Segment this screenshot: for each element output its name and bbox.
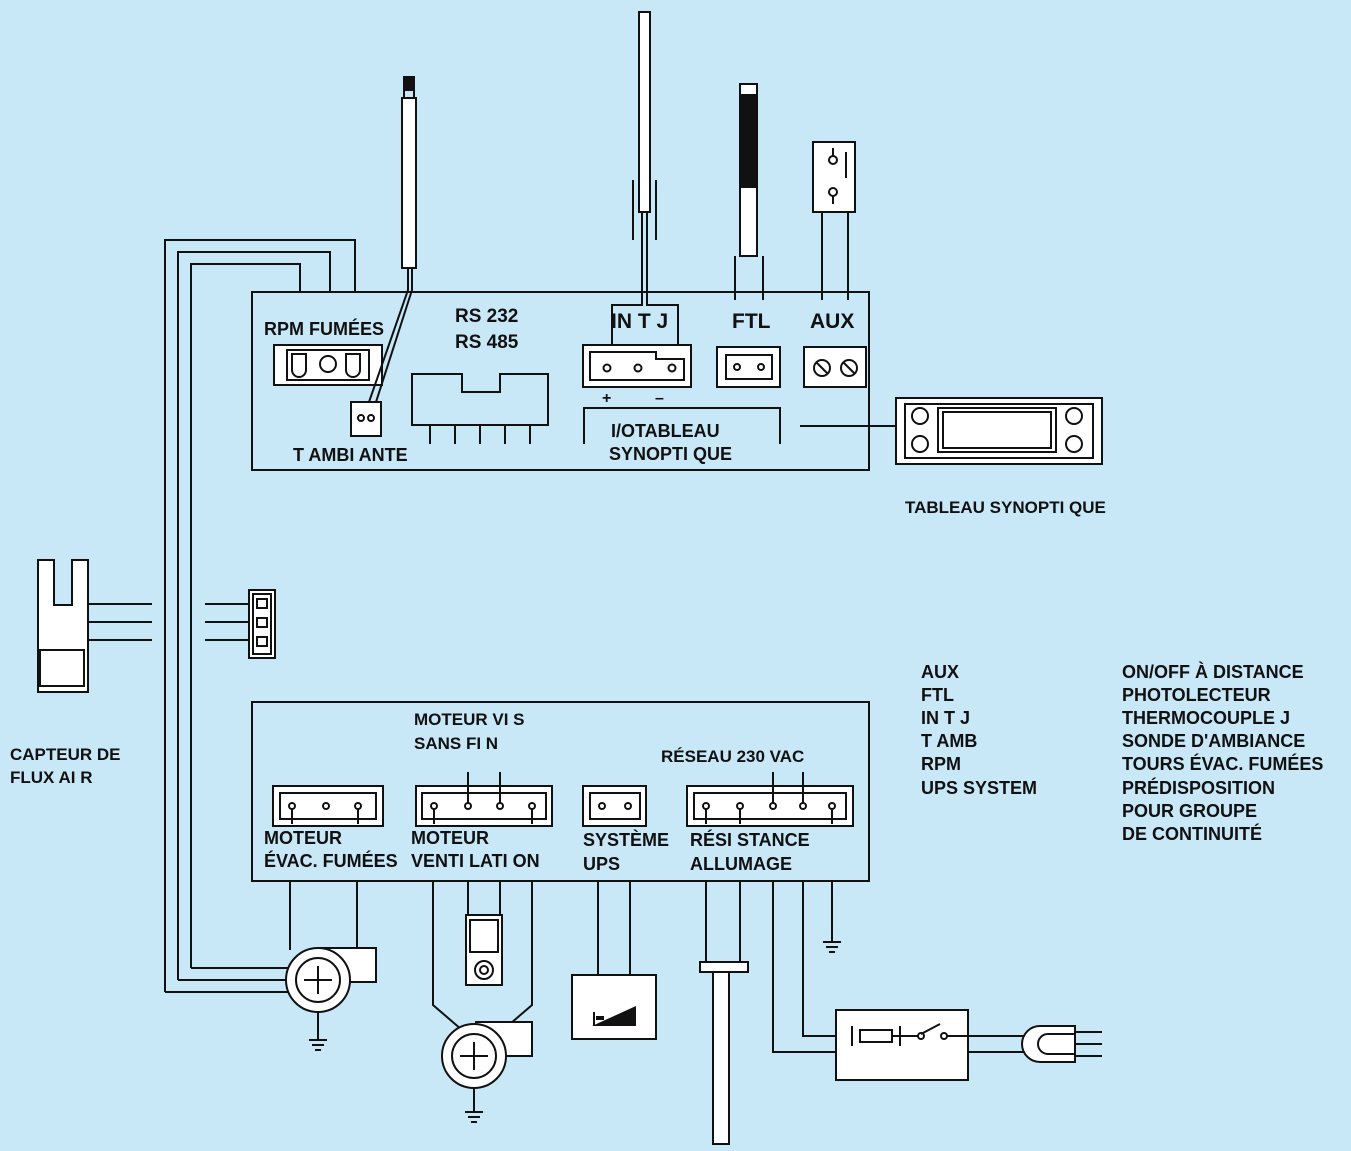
ftl-label: FTL: [732, 310, 771, 333]
tableau-synoptique-label: TABLEAU SYNOPTI QUE: [905, 498, 1106, 517]
top-control-board: [251, 291, 870, 471]
plus-label: +: [602, 390, 611, 407]
aux-switch: [803, 141, 867, 388]
feed-ventilation-connector: [415, 772, 553, 827]
rpm-cable: [164, 239, 356, 992]
legend-key: IN T J: [921, 708, 970, 728]
legend-desc: ON/OFF À DISTANCE: [1122, 661, 1304, 682]
ups-label-1: SYSTÈME: [583, 829, 669, 850]
legend-desc: SONDE D'AMBIANCE: [1122, 731, 1305, 751]
air-flow-sensor: [37, 559, 276, 693]
capteur-label-2: FLUX AI R: [10, 768, 92, 787]
legend-key: UPS SYSTEM: [921, 778, 1037, 798]
rs485-label: RS 485: [455, 332, 519, 353]
capteur-label-1: CAPTEUR DE: [10, 745, 121, 764]
rs232-label: RS 232: [455, 306, 518, 327]
bottom-power-board: [251, 701, 870, 882]
mains-cable: [772, 881, 1102, 1081]
aux-label: AUX: [810, 310, 854, 333]
exhaust-fan: [165, 881, 377, 1051]
int-j-label: IN T J: [611, 310, 668, 333]
io-tableau-label: I/OTABLEAU: [611, 421, 720, 441]
ups-connector: [582, 785, 647, 827]
vent-label-2: VENTI LATI ON: [411, 851, 540, 871]
res-label-2: ALLUMAGE: [690, 854, 792, 874]
ventilation-fan: [432, 881, 533, 1123]
rs-connector: [411, 373, 549, 444]
io-synoptique-label: SYNOPTI QUE: [609, 444, 732, 464]
res-label-1: RÉSI STANCE: [690, 829, 810, 850]
mains-connector: [686, 772, 854, 827]
moteur-vis-label-2: SANS FI N: [414, 734, 498, 753]
legend-key: RPM: [921, 754, 961, 774]
legend-desc: POUR GROUPE: [1122, 801, 1257, 821]
moteur-vis-label-1: MOTEUR VI S: [414, 710, 525, 729]
exhaust-motor-connector: [272, 785, 384, 827]
photoreader-probe: [716, 83, 781, 388]
legend-desc: TOURS ÉVAC. FUMÉES: [1122, 753, 1323, 774]
rpm-label: RPM FUMÉES: [264, 318, 384, 339]
legend-key: AUX: [921, 662, 959, 682]
legend-desc: PHOTOLECTEUR: [1122, 685, 1271, 705]
ups-battery: [571, 881, 657, 1040]
ground-symbol: [823, 881, 841, 953]
evac-label-2: ÉVAC. FUMÉES: [264, 850, 398, 871]
minus-label: –: [655, 390, 664, 407]
vent-label-1: MOTEUR: [411, 828, 489, 848]
legend-desc: DE CONTINUITÉ: [1122, 823, 1262, 844]
reseau-label: RÉSEAU 230 VAC: [661, 747, 804, 766]
legend-desc: THERMOCOUPLE J: [1122, 708, 1290, 728]
io-bracket: [583, 407, 781, 444]
synoptic-panel: [800, 397, 1103, 465]
legend: AUX ON/OFF À DISTANCE FTL PHOTOLECTEUR I…: [921, 661, 1323, 844]
ambient-probe: [350, 76, 417, 437]
evac-label-1: MOTEUR: [264, 828, 342, 848]
ups-label-2: UPS: [583, 854, 620, 874]
rpm-connector: [273, 344, 383, 386]
ignition-resistor: [699, 881, 749, 1145]
legend-key: FTL: [921, 685, 954, 705]
thermocouple-probe: [582, 11, 692, 388]
legend-key: T AMB: [921, 731, 977, 751]
legend-desc: PRÉDISPOSITION: [1122, 777, 1275, 798]
tamb-label: T AMBI ANTE: [293, 445, 408, 465]
